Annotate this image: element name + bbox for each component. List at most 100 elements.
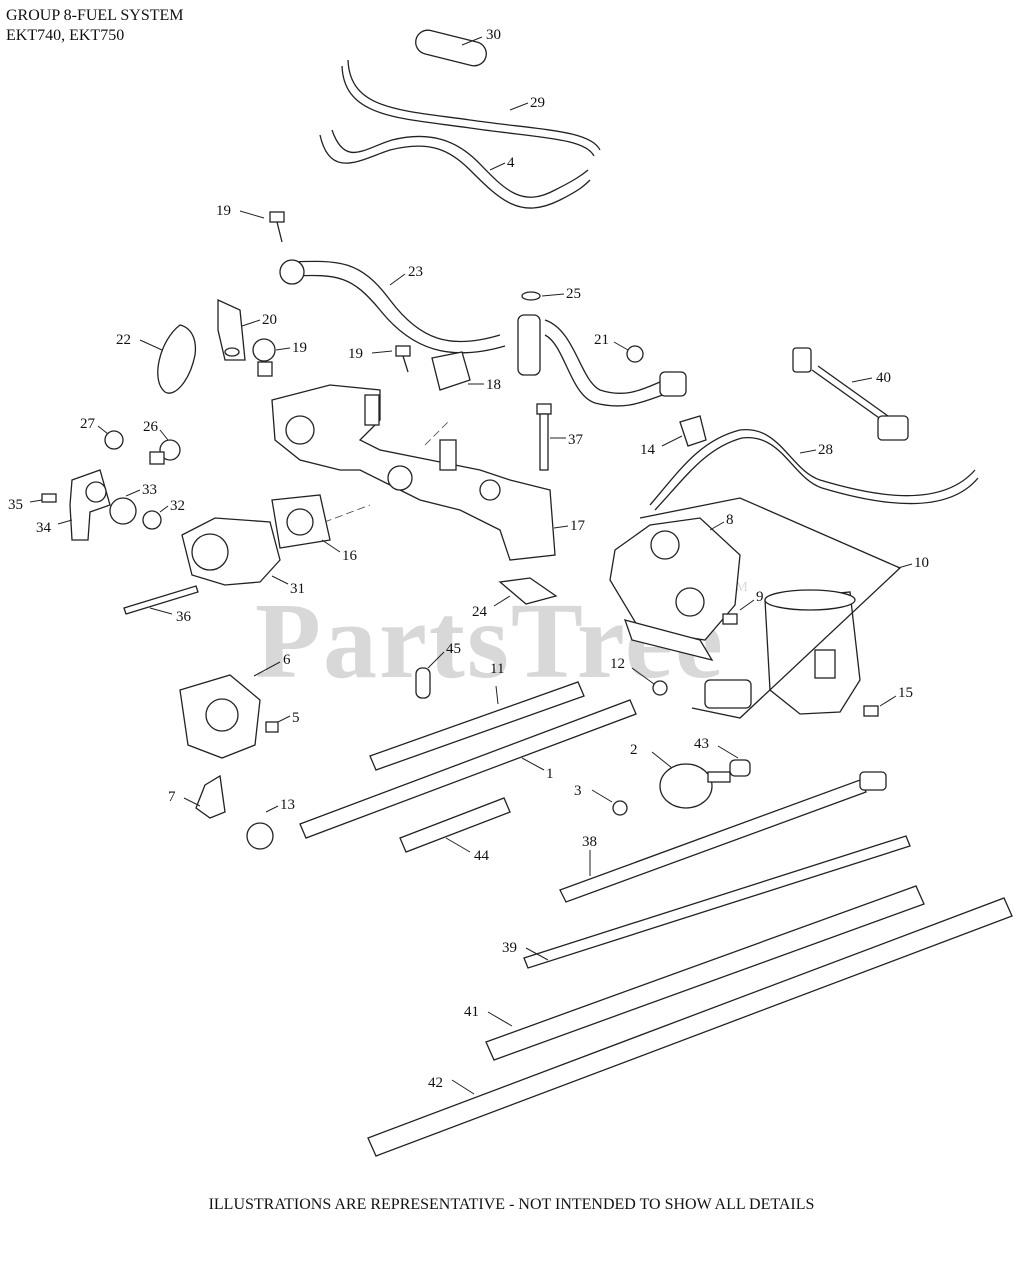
part-31-hose: [415, 29, 487, 67]
svg-text:2: 2: [630, 742, 638, 758]
callout-25: 24: [472, 595, 511, 620]
part-38-bolt: [536, 403, 552, 471]
callout-24: 23: [389, 264, 423, 286]
svg-text:12: 12: [610, 656, 625, 672]
callout-19b: 19: [348, 346, 393, 362]
svg-text:13: 13: [280, 797, 295, 813]
callout-1: 1: [521, 757, 554, 782]
part-20-sensor: [252, 338, 276, 377]
callout-39: 38: [582, 834, 597, 876]
svg-text:28: 28: [818, 442, 833, 458]
part-41-harness: [792, 347, 909, 441]
part-35-throttle-body: [69, 469, 111, 541]
callout-37: 36: [149, 607, 192, 625]
callout-14: 14: [640, 435, 683, 458]
part-29-hose: [649, 429, 979, 511]
part-11-tube: [369, 681, 585, 771]
part-30-hose: [341, 59, 601, 157]
svg-text:41: 41: [464, 1004, 479, 1020]
part-24-hose: [279, 259, 687, 407]
part-5-screw: [265, 721, 279, 733]
svg-text:5: 5: [292, 710, 300, 726]
part-22-clamp: [626, 345, 644, 363]
part-33-plug: [142, 510, 162, 530]
diagram-title: GROUP 8-FUEL SYSTEM EKT740, EKT750: [6, 6, 184, 46]
svg-text:9: 9: [756, 589, 764, 605]
callout-27: 26: [143, 419, 169, 441]
callout-31: 30: [461, 27, 501, 46]
svg-text:32: 32: [170, 498, 185, 514]
part-28-clamp: [104, 430, 124, 450]
callout-9: 9: [739, 589, 764, 611]
part-39-fuel-line: [559, 771, 887, 903]
part-19-screw: [395, 345, 411, 373]
part-34-o-ring: [109, 497, 137, 525]
title-line-group: GROUP 8-FUEL SYSTEM: [6, 7, 184, 24]
part-42-tube: [485, 885, 925, 1061]
part-9-screw: [722, 613, 738, 625]
disclaimer-note: ILLUSTRATIONS ARE REPRESENTATIVE - NOT I…: [208, 1196, 815, 1213]
callout-8: 8: [709, 512, 734, 531]
callout-16: 16: [321, 539, 358, 564]
callout-12: 12: [610, 656, 655, 685]
svg-text:3: 3: [574, 783, 582, 799]
part-fuel-filter: [704, 679, 752, 709]
callout-5: 5: [277, 710, 300, 726]
svg-text:15: 15: [898, 685, 913, 701]
callout-21: 20: [241, 312, 277, 328]
callout-29: 28: [799, 442, 833, 458]
callout-15: 15: [879, 685, 913, 707]
callout-6: 6: [253, 652, 291, 677]
callout-26: 25: [541, 286, 581, 302]
callout-2: 2: [630, 742, 673, 769]
callout-3: 3: [574, 783, 613, 803]
svg-text:36: 36: [176, 609, 192, 625]
svg-text:29: 29: [530, 95, 545, 111]
svg-text:6: 6: [283, 652, 291, 668]
svg-text:11: 11: [490, 661, 504, 677]
svg-text:38: 38: [582, 834, 597, 850]
svg-text:42: 42: [428, 1075, 443, 1091]
part-12-clamp: [652, 680, 668, 696]
callout-41: 40: [851, 370, 891, 386]
callout-46: 45: [427, 641, 461, 669]
callout-43: 42: [428, 1075, 475, 1095]
callout-45: 44: [445, 837, 490, 864]
svg-text:19: 19: [216, 203, 231, 219]
part-45-tube: [399, 797, 511, 853]
callout-32: 31: [271, 575, 305, 597]
part-15-screw: [863, 705, 879, 717]
svg-text:24: 24: [472, 604, 488, 620]
callout-33: 32: [159, 498, 185, 514]
svg-text:35: 35: [8, 497, 23, 513]
part-3-clamp: [612, 800, 628, 816]
svg-text:16: 16: [342, 548, 358, 564]
part-18-sensor: [431, 351, 471, 391]
part-36-screw: [41, 493, 57, 503]
part-43-tube: [367, 897, 1013, 1157]
callout-18: 18: [468, 377, 501, 393]
part-23-strap: [157, 324, 197, 394]
svg-text:8: 8: [726, 512, 734, 528]
part-4-hose: [319, 129, 591, 209]
callout-20: 19: [275, 340, 307, 356]
callout-4: 4: [489, 155, 515, 171]
callout-30: 29: [509, 95, 545, 111]
part-37-stud: [123, 585, 199, 615]
callout-11: 11: [490, 661, 504, 705]
svg-text:4: 4: [507, 155, 515, 171]
svg-text:34: 34: [36, 520, 52, 536]
part-26-washer: [521, 291, 541, 301]
svg-text:25: 25: [566, 286, 581, 302]
callout-7: 7: [168, 789, 201, 807]
svg-text:22: 22: [116, 332, 131, 348]
part-14-clip: [679, 415, 707, 447]
svg-text:19: 19: [292, 340, 307, 356]
callout-40: 39: [502, 940, 549, 961]
callout-38: 37: [550, 432, 584, 448]
svg-text:20: 20: [262, 312, 277, 328]
part-44-tube: [729, 759, 751, 777]
part-13-cap: [246, 822, 274, 850]
callout-13: 13: [265, 797, 295, 813]
